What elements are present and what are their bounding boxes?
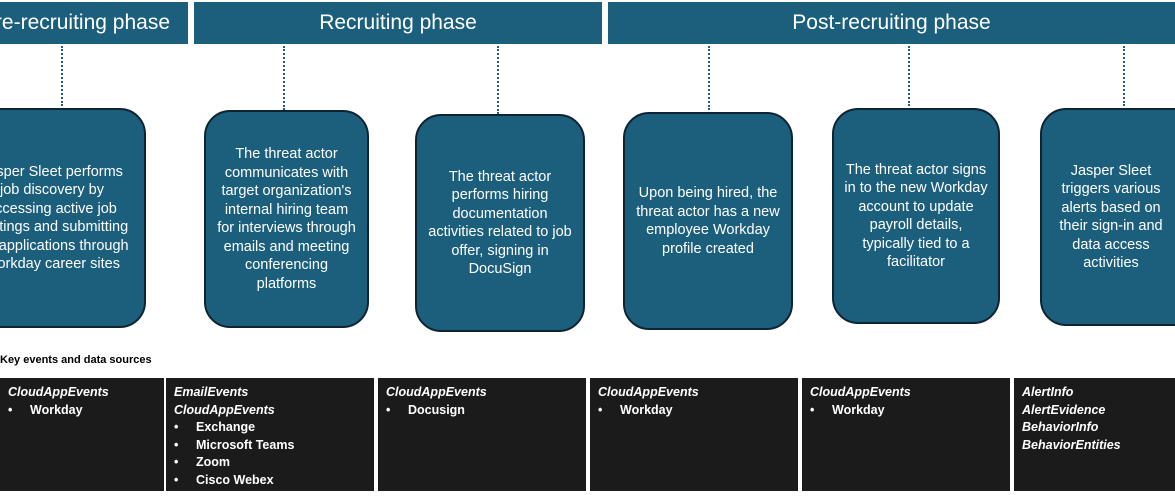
source-header: CloudAppEvents	[386, 385, 487, 399]
source-item: Workday	[810, 402, 1002, 420]
phase-label: Recruiting phase	[319, 11, 477, 34]
step-card-interviews: The threat actor communicates with targe…	[204, 110, 369, 328]
source-tile: CloudAppEvents Workday	[0, 378, 164, 491]
source-header: AlertInfo	[1022, 385, 1074, 399]
connector-line	[61, 46, 63, 106]
source-item: Docusign	[386, 402, 578, 420]
step-text: The threat actor signs in to the new Wor…	[844, 161, 988, 271]
source-item: Workday	[598, 402, 790, 420]
source-item: Microsoft Teams	[174, 437, 366, 455]
source-tile: CloudAppEvents Workday	[590, 378, 798, 491]
phase-label: Post-recruiting phase	[792, 11, 991, 34]
phase-pre-recruiting: Pre-recruiting phase	[0, 2, 188, 44]
step-card-employee-profile: Upon being hired, the threat actor has a…	[623, 112, 793, 330]
source-item: Zoom	[174, 454, 366, 472]
source-header: AlertEvidence	[1022, 402, 1106, 417]
source-header: BehaviorInfo	[1022, 420, 1099, 434]
source-header: CloudAppEvents	[598, 385, 699, 399]
step-card-hiring-documentation: The threat actor performs hiring documen…	[415, 114, 585, 332]
step-card-alerts: Jasper Sleet triggers various alerts bas…	[1040, 108, 1175, 326]
phase-label: Pre-recruiting phase	[0, 11, 170, 34]
source-header: BehaviorEntities	[1022, 437, 1121, 452]
source-tile: EmailEvents CloudAppEvents Exchange Micr…	[166, 378, 374, 491]
connector-line	[283, 46, 285, 110]
source-header: CloudAppEvents	[174, 402, 275, 417]
step-card-payroll-update: The threat actor signs in to the new Wor…	[832, 108, 1000, 324]
phase-post-recruiting: Post-recruiting phase	[608, 2, 1175, 44]
connector-line	[708, 46, 710, 110]
source-item: Cisco Webex	[174, 472, 366, 490]
source-tile: CloudAppEvents Workday	[802, 378, 1010, 491]
source-tile: AlertInfo AlertEvidence BehaviorInfo Beh…	[1014, 378, 1175, 491]
sources-title: Key events and data sources	[0, 354, 152, 366]
source-tile: CloudAppEvents Docusign	[378, 378, 586, 491]
step-text: Jasper Sleet triggers various alerts bas…	[1059, 162, 1163, 272]
source-header: CloudAppEvents	[8, 385, 109, 399]
source-header: EmailEvents	[174, 385, 249, 399]
connector-line	[497, 46, 499, 114]
connector-line	[908, 46, 910, 106]
source-item: Workday	[8, 402, 156, 420]
connector-line	[1123, 46, 1125, 106]
phase-recruiting: Recruiting phase	[194, 2, 602, 44]
step-text: The threat actor communicates with targe…	[217, 146, 356, 292]
source-item: Exchange	[174, 419, 366, 437]
step-card-job-discovery: Jasper Sleet performs job discovery by a…	[0, 108, 146, 328]
step-text: Upon being hired, the threat actor has a…	[636, 185, 780, 257]
source-header: CloudAppEvents	[810, 385, 911, 399]
step-text: The threat actor performs hiring documen…	[428, 168, 572, 278]
step-text: Jasper Sleet performs job discovery by a…	[0, 163, 129, 273]
